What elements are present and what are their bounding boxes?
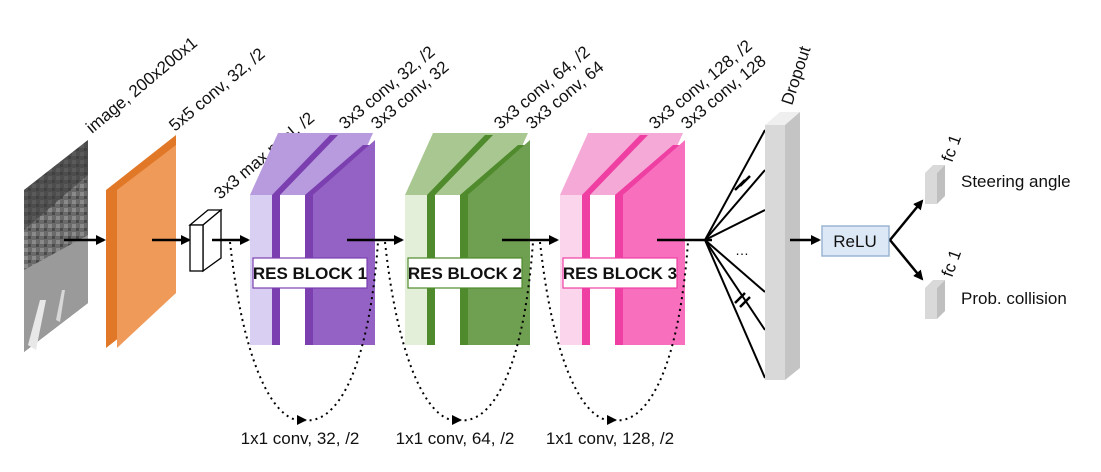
fan-line (704, 129, 766, 241)
skip-conv-label: 1x1 conv, 32, /2 (241, 429, 360, 448)
fan-line (704, 239, 766, 331)
dropout-layer (765, 112, 800, 380)
dropout-cut-mark (739, 296, 751, 308)
fan-line (704, 239, 766, 379)
res-block-label-box (407, 257, 523, 289)
res-block-label-box (252, 257, 368, 289)
skip-arrowhead (607, 415, 617, 425)
slab-mid-b-top (460, 145, 526, 195)
skip-arrowhead (297, 415, 307, 425)
slab-mid-a-top (427, 135, 493, 195)
res-block-label-box (562, 257, 678, 289)
slab-mid-b-top (305, 145, 371, 195)
fan-line (704, 169, 766, 241)
dropout-cut-mark (734, 292, 746, 304)
input-image (24, 140, 88, 352)
fan-ellipsis: … (735, 242, 749, 258)
fan-line (704, 209, 766, 241)
fan-connections (704, 129, 766, 379)
branch-to-steering (889, 199, 924, 241)
res-block-title: RES BLOCK 2 (408, 264, 522, 283)
fc-collision (925, 280, 945, 319)
output-collision-label: Prob. collision (961, 289, 1067, 308)
slab-mid-a-top (272, 135, 338, 195)
conv1-block (106, 135, 176, 348)
skip-arrowhead (452, 415, 462, 425)
res-block-title: RES BLOCK 1 (253, 264, 367, 283)
skip-conv-label: 1x1 conv, 64, /2 (396, 429, 515, 448)
fc-steering (925, 165, 945, 204)
relu-label: ReLU (833, 232, 876, 251)
res-block-title: RES BLOCK 3 (563, 264, 677, 283)
relu-box (821, 225, 890, 257)
skip-conv-label: 1x1 conv, 128, /2 (546, 429, 674, 448)
fc-label-collision: fc 1 (938, 247, 965, 279)
dropout-label: Dropout (778, 44, 815, 108)
branch-to-collision (889, 239, 924, 281)
output-steering-label: Steering angle (961, 172, 1071, 191)
dropout-cut-mark (739, 175, 751, 187)
slab-mid-b-top (615, 145, 681, 195)
fc-label-steering: fc 1 (938, 132, 965, 164)
fan-line (704, 239, 766, 293)
slab-mid-a-top (582, 135, 648, 195)
